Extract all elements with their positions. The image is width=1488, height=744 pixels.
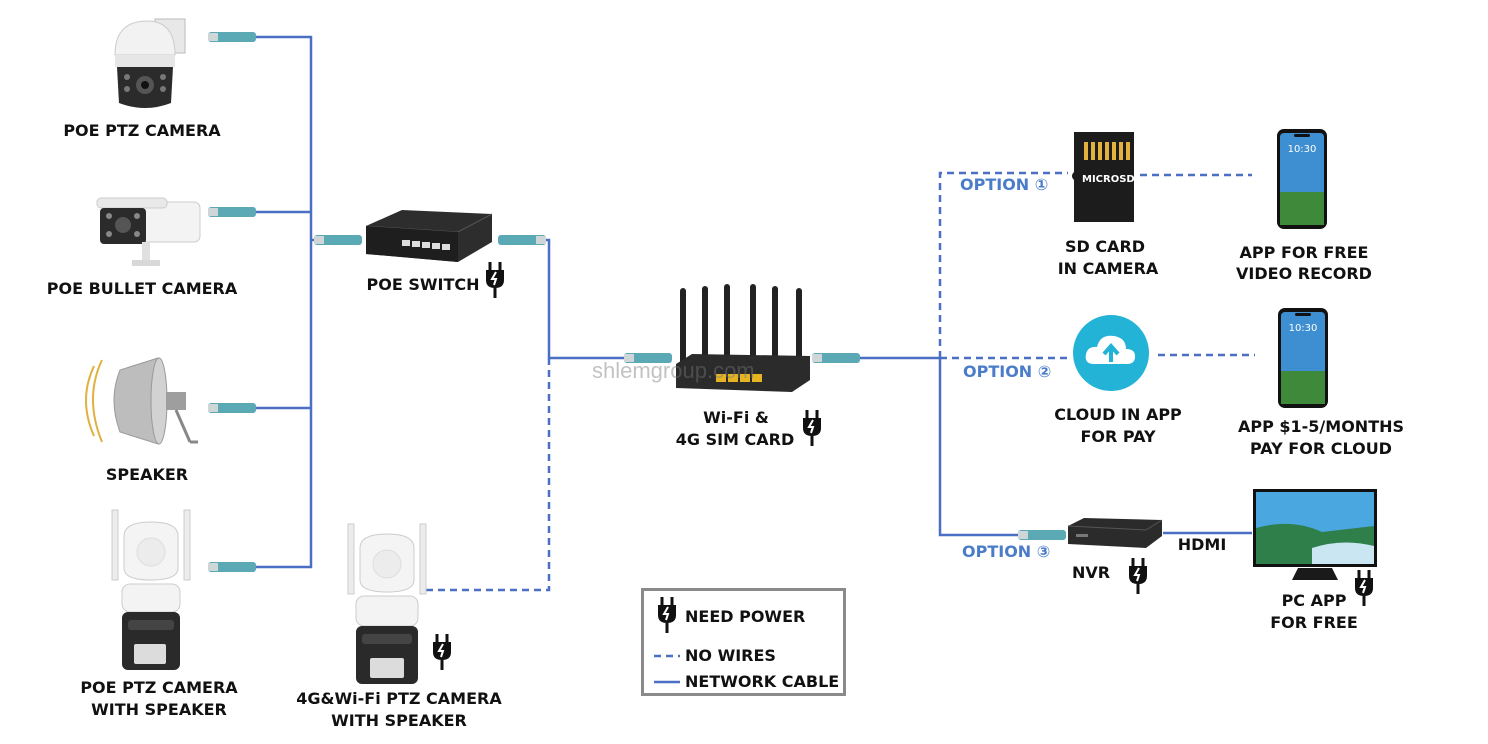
poe-bullet-camera-icon — [96, 197, 201, 266]
option-2-label: OPTION ② — [963, 362, 1052, 381]
nvr-icon — [1067, 518, 1163, 548]
speaker-horn-icon — [85, 357, 198, 445]
router-icon — [676, 284, 810, 392]
legend-network-cable: NETWORK CABLE — [685, 672, 840, 691]
legend-need-power: NEED POWER — [685, 607, 806, 626]
sd-card-label-line2: IN CAMERA — [1057, 259, 1159, 278]
plug-icon — [1129, 558, 1147, 594]
cloud-upload-icon — [1073, 315, 1149, 391]
watermark: shlemgroup.com — [592, 358, 755, 383]
cloud-label-line2: FOR PAY — [1080, 427, 1156, 446]
poe-ptz-speaker-label-line1: POE PTZ CAMERA — [80, 678, 238, 697]
wifi-ptz-speaker-label-line2: WITH SPEAKER — [331, 711, 467, 730]
sd-card-icon: MICROSD — [1068, 130, 1140, 224]
poe-switch-icon — [365, 210, 493, 262]
rj45-connector-icon — [208, 32, 1066, 572]
smartphone-icon: 10:30 — [1276, 128, 1328, 230]
sd-card-text: MICROSD — [1082, 174, 1135, 185]
plug-icon — [658, 597, 676, 633]
app-free-label-line1: APP FOR FREE — [1239, 243, 1369, 262]
app-cloud-label-line1: APP $1-5/MONTHS — [1237, 417, 1405, 436]
legend-no-wires: NO WIRES — [685, 646, 776, 665]
option-1-label: OPTION ① — [960, 175, 1049, 194]
pc-app-label-line2: FOR FREE — [1270, 613, 1358, 632]
app-free-label-line2: VIDEO RECORD — [1236, 264, 1372, 283]
poe-ptz-speaker-camera-icon — [111, 509, 191, 670]
hdmi-label: HDMI — [1177, 535, 1227, 554]
nvr-label: NVR — [1071, 563, 1111, 582]
speaker-label: SPEAKER — [105, 465, 189, 484]
plug-icon — [433, 634, 451, 670]
poe-ptz-camera-icon — [114, 18, 186, 108]
poe-switch-label: POE SWITCH — [366, 275, 480, 294]
plug-icon — [1355, 570, 1373, 606]
cloud-label-line1: CLOUD IN APP — [1054, 405, 1182, 424]
pc-app-label-line1: PC APP — [1281, 591, 1347, 610]
legend-solid-line — [654, 680, 680, 684]
smartphone-icon: 10:30 — [1277, 307, 1329, 409]
poe-ptz-camera-label: POE PTZ CAMERA — [63, 121, 221, 140]
wifi-ptz-speaker-camera-icon — [347, 523, 427, 684]
poe-ptz-speaker-label-line2: WITH SPEAKER — [91, 700, 227, 719]
plug-icon — [486, 262, 504, 298]
phone-time: 10:30 — [1288, 323, 1318, 334]
option-3-label: OPTION ③ — [962, 542, 1051, 561]
wifi-ptz-speaker-label-line1: 4G&Wi-Fi PTZ CAMERA — [296, 689, 502, 708]
monitor-icon — [1253, 489, 1377, 580]
plug-icon — [803, 410, 821, 446]
app-cloud-label-line2: PAY FOR CLOUD — [1250, 439, 1392, 458]
legend: NEED POWER NO WIRES NETWORK CABLE — [641, 588, 846, 696]
phone-time: 10:30 — [1287, 144, 1317, 155]
legend-dashed-line — [654, 654, 680, 658]
sd-card-label-line1: SD CARD — [1064, 237, 1146, 256]
router-label-line2: 4G SIM CARD — [675, 430, 795, 449]
poe-bullet-camera-label: POE BULLET CAMERA — [46, 279, 238, 298]
router-label-line1: Wi-Fi & — [703, 408, 769, 427]
